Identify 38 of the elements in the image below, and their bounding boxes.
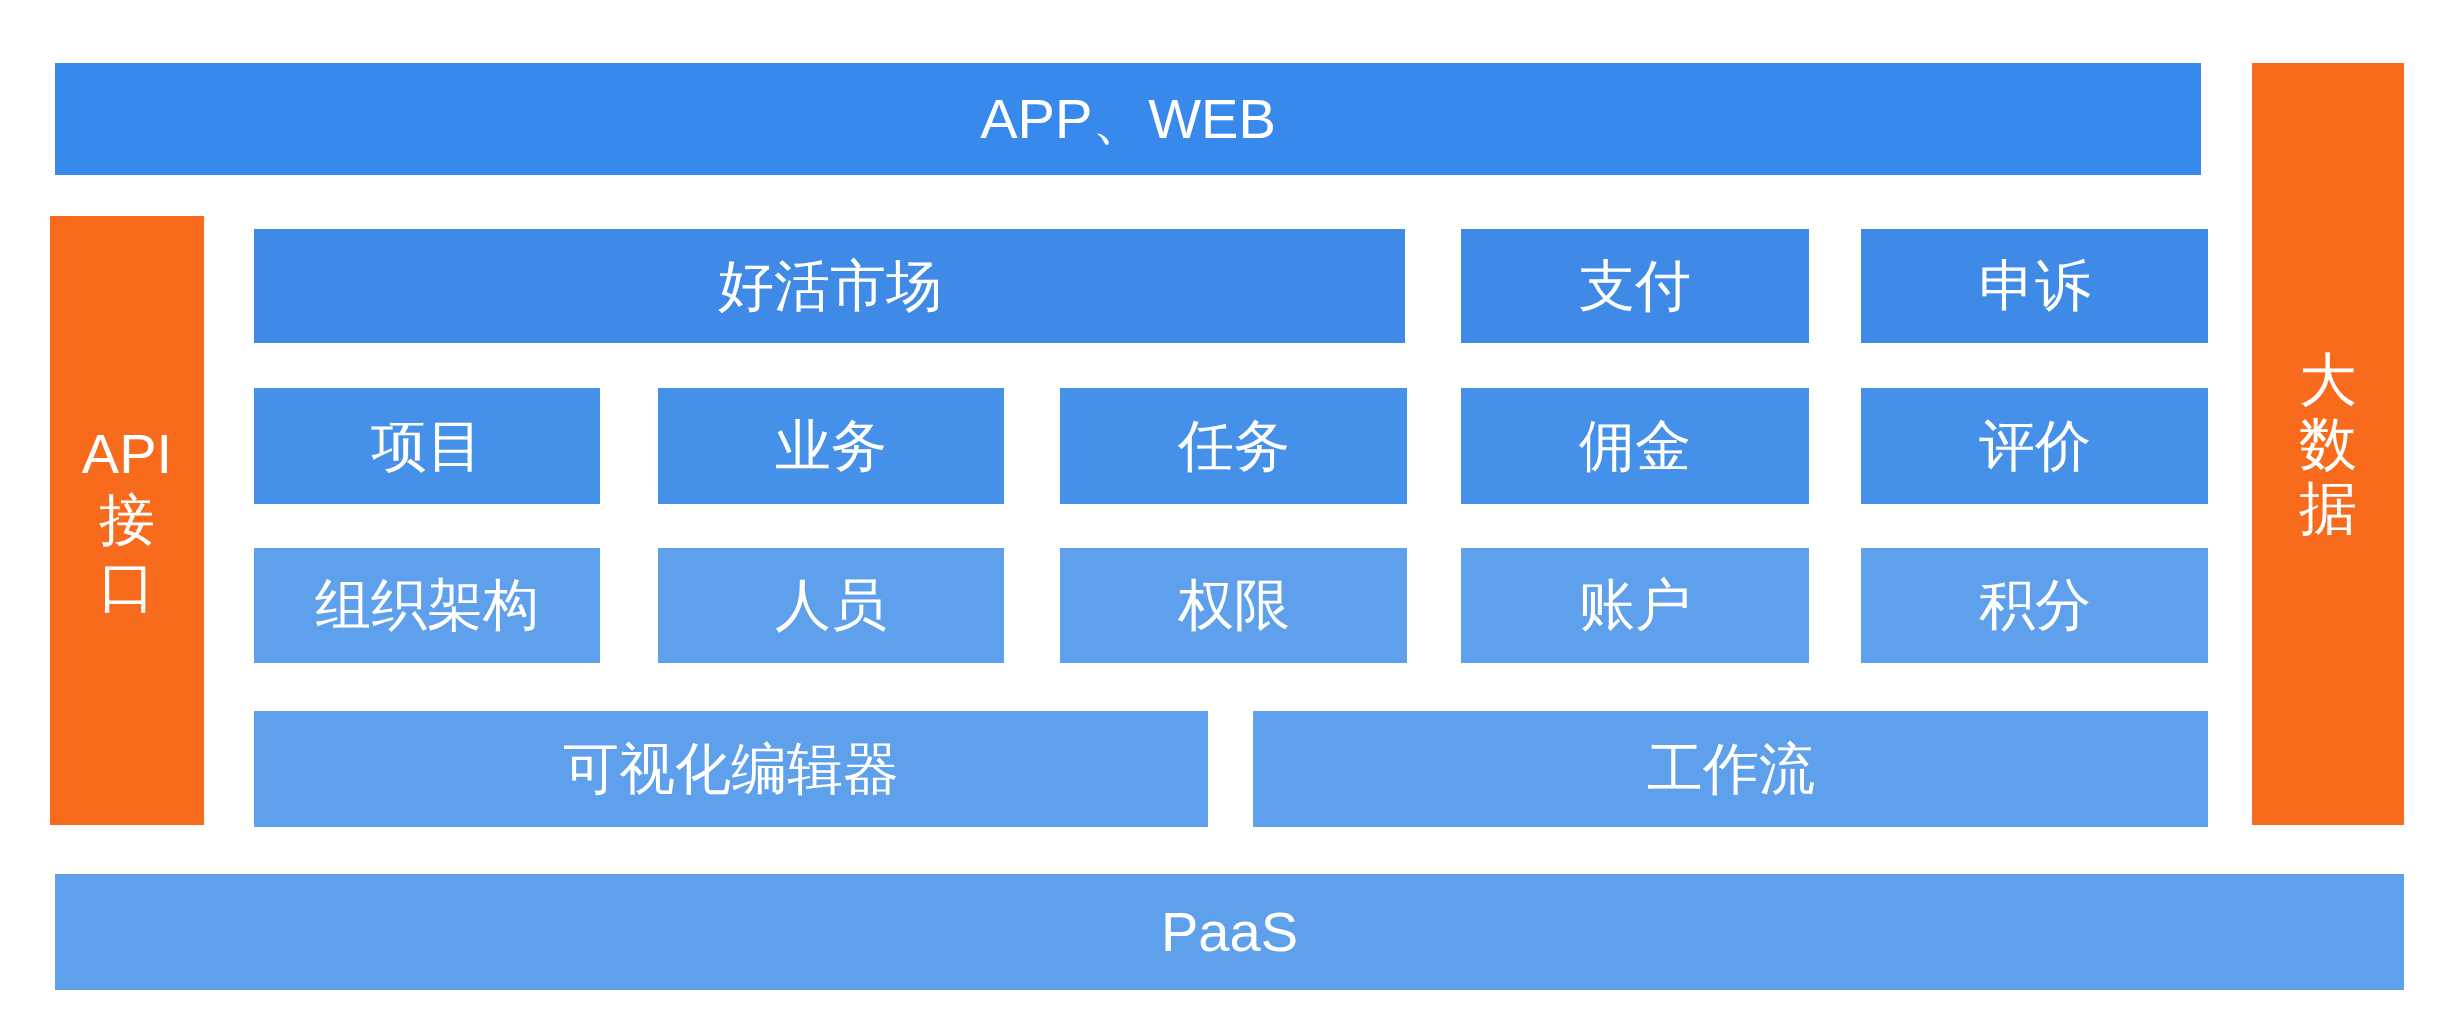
module-box <box>254 388 600 504</box>
module-label: 申诉 <box>1978 253 2091 319</box>
layer-bar <box>55 874 2404 990</box>
layer-label: APP、WEB <box>980 86 1276 152</box>
module-label: 评价 <box>1978 413 2091 479</box>
module-box <box>1060 548 1407 663</box>
module-box <box>658 548 1004 663</box>
side-label: 大数据 <box>2299 348 2357 540</box>
side-bar <box>50 216 204 825</box>
module-box <box>1461 388 1809 504</box>
module-box <box>254 711 1208 827</box>
side-label: API接口 <box>80 421 174 620</box>
module-box <box>1253 711 2208 827</box>
module-box <box>1461 229 1809 343</box>
module-label: 业务 <box>775 413 887 479</box>
module-label: 工作流 <box>1646 736 1815 802</box>
module-label: 账户 <box>1579 573 1691 638</box>
module-label: 项目 <box>371 413 483 479</box>
module-label: 好活市场 <box>717 253 942 319</box>
module-label: 组织架构 <box>315 573 539 638</box>
module-box <box>1861 548 2208 663</box>
side-bar <box>2252 63 2404 825</box>
module-box <box>1861 388 2208 504</box>
module-box <box>1461 548 1809 663</box>
module-box <box>1060 388 1407 504</box>
module-box <box>1861 229 2208 343</box>
module-label: 人员 <box>775 573 887 638</box>
module-label: 可视化编辑器 <box>563 736 899 802</box>
module-label: 任务 <box>1177 413 1290 479</box>
module-label: 支付 <box>1579 253 1691 319</box>
module-label: 积分 <box>1978 573 2091 638</box>
module-box <box>254 548 600 663</box>
module-box <box>254 229 1405 343</box>
module-box <box>658 388 1004 504</box>
layer-bar <box>55 63 2201 175</box>
module-label: 权限 <box>1177 573 1290 638</box>
module-label: 佣金 <box>1579 413 1691 479</box>
layer-label: PaaS <box>1161 899 1298 965</box>
